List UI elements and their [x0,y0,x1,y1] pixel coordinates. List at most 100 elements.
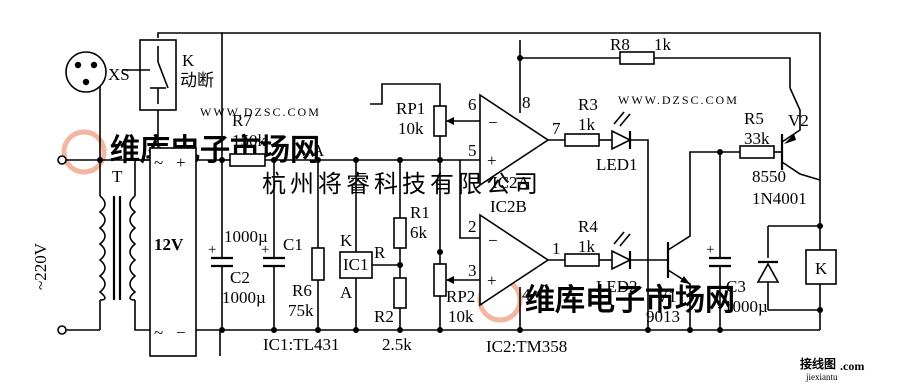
rectifier-voltage: 12V [154,235,184,254]
r3-label: R3 [578,95,598,114]
ic1-pin-a: A [340,283,353,302]
logo-url: jiexiantu [805,372,838,382]
led2 [611,231,668,271]
potentiometer-rp1 [370,83,478,252]
ic2b-label: IC2B [490,197,527,216]
junction-dots [97,55,823,333]
r8-value: 1k [654,35,672,54]
ic1-pin-r: R [374,243,386,262]
c3-value: 1000µ [724,297,768,316]
v2-label: V2 [788,111,809,130]
svg-text:+: + [261,242,269,258]
resistor-r4 [564,253,612,267]
diode-1n4001 [756,225,820,311]
c1-value: 1000µ [224,227,268,246]
c2-label: C2 [230,268,250,287]
ic1-pin-k: K [340,231,353,250]
watermark-logo-left [61,129,107,175]
ic2a-minus: − [488,113,498,132]
ic2b-pin2: 2 [468,217,477,236]
resistor-r8 [520,51,791,88]
capacitor-c3: + [706,152,731,330]
ic1-label: IC1 [343,255,369,274]
rp1-label: RP1 [396,99,425,118]
v2-part: 8550 [752,167,786,186]
transistor-v2 [780,87,821,181]
rectifier-minus: − [176,323,186,342]
ic1-part: IC1:TL431 [263,335,340,354]
led2-label: LED2 [596,277,638,296]
ic2b-pin1: 1 [552,239,561,258]
r2-label: R2 [374,307,394,326]
watermark-url-left: WWW.DZSC.COM [200,105,321,119]
watermark-brand-right: 维库电子市场网 [525,283,735,317]
transformer-label: T [112,167,123,186]
r5-label: R5 [744,109,764,128]
xs-label: XS [108,65,130,84]
rp2-value: 10k [448,307,474,326]
ic2a-plus: + [487,151,497,170]
resistor-r1 [393,160,407,278]
r3-value: 1k [578,115,596,134]
capacitor-c1: + [261,160,285,330]
mains-terminal-bottom [57,325,67,335]
logo-cn: 接线图 [800,356,836,371]
resistor-r2 [393,277,407,330]
rectifier-ac-top: ~ [154,153,163,172]
main-wiring [62,32,821,356]
socket-outline [65,51,107,93]
mains-terminal-top [57,155,67,165]
r5-value: 33k [744,129,770,148]
r6-label: R6 [292,281,312,300]
svg-text:+: + [208,242,216,258]
relay-coil-k [805,180,837,330]
c3-label: C3 [726,277,746,296]
ic2a-label: IC2A [492,173,531,192]
xs-socket [65,51,107,93]
resistor-r3 [564,133,612,147]
r4-value: 1k [578,237,596,256]
ic2a-pin6: 6 [468,95,477,114]
rectifier-module [149,147,197,357]
rp1-value: 10k [398,119,424,138]
ic2b-pin4: 4 [522,285,531,304]
relay-coil-label: K [815,259,828,278]
op-amp-ic2b [459,160,565,330]
svg-text:+: + [706,242,714,258]
r7-label: R7 [232,111,252,130]
rectifier-plus: + [176,153,186,172]
watermark-brand-left: 维库电子市场网 [110,133,320,167]
logo-tail: .com [840,359,864,373]
r1-value: 6k [410,223,428,242]
transformer [98,195,137,301]
v1-part: 9013 [646,307,680,326]
ic2b-plus: + [487,271,497,290]
ic2a-pin5: 5 [468,141,477,160]
diode-part: 1N4001 [752,189,807,208]
resistor-r7 [229,153,266,167]
rectifier-ac-bottom: ~ [154,323,163,342]
transistor-v1 [666,151,740,330]
op-amp-ic2a [460,40,565,187]
mains-voltage-label: ~220V [31,242,50,290]
relay-contact-label: K [182,51,195,70]
led1-label: LED1 [596,155,638,174]
ic2-part: IC2:TM358 [486,337,567,356]
relay-contact-k [139,39,177,111]
resistor-r6 [311,160,325,330]
watermark-url-right: WWW.DZSC.COM [618,93,739,107]
potentiometer-rp2 [433,252,480,330]
r8-label: R8 [610,35,630,54]
node-a-label: A [312,141,325,160]
ic1-tl431 [339,160,400,330]
site-logo: 接线图 .com jiexiantu [800,356,864,382]
relay-contact-action: 动断 [180,71,214,90]
rp2-label: RP2 [446,287,475,306]
c1-label: C1 [283,235,303,254]
r2-value: 2.5k [382,335,412,354]
v1-label: V1 [656,287,677,306]
led1 [611,111,649,330]
capacitor-c2: + [208,160,233,330]
r4-label: R4 [578,217,598,236]
